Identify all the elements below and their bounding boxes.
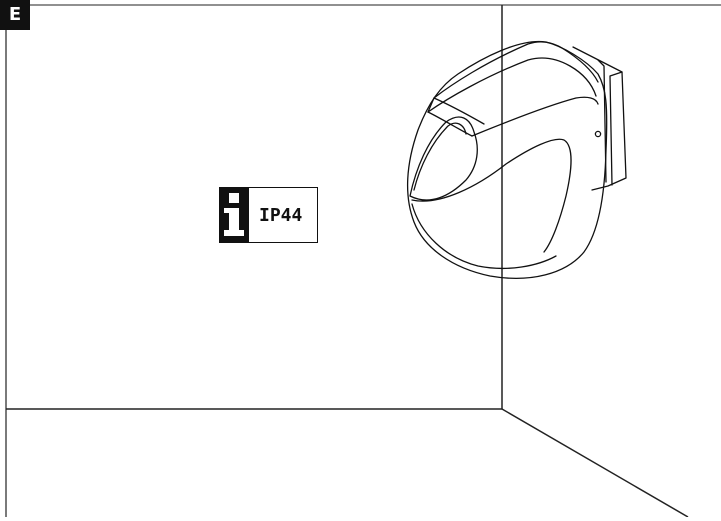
device-front-recess: [411, 138, 572, 253]
device-mount-box-edge: [609, 71, 623, 186]
device-lower-dome: [411, 203, 557, 270]
device-top-cap: [433, 41, 599, 99]
floor-edge-right: [501, 408, 689, 518]
ip-rating-label: IP44: [259, 205, 303, 226]
device-sensor-lens: [409, 116, 478, 201]
step-badge: E: [0, 0, 30, 30]
device-drawing: [406, 40, 627, 279]
device-sensor-lens-inner: [413, 122, 467, 191]
device-front-bevel-2: [433, 97, 485, 125]
device-top-cap-edge: [427, 97, 435, 113]
device-mount-box: [572, 46, 627, 191]
info-icon: [219, 187, 249, 243]
device-front-top-line: [471, 96, 599, 137]
device-housing-outline: [406, 40, 608, 279]
device-side-screw: [594, 130, 602, 138]
device-front-bevel: [427, 111, 473, 137]
ip-rating-box: IP44: [219, 187, 318, 243]
device-top-cap-lower: [427, 57, 597, 113]
device-mount-box-side: [597, 59, 607, 183]
